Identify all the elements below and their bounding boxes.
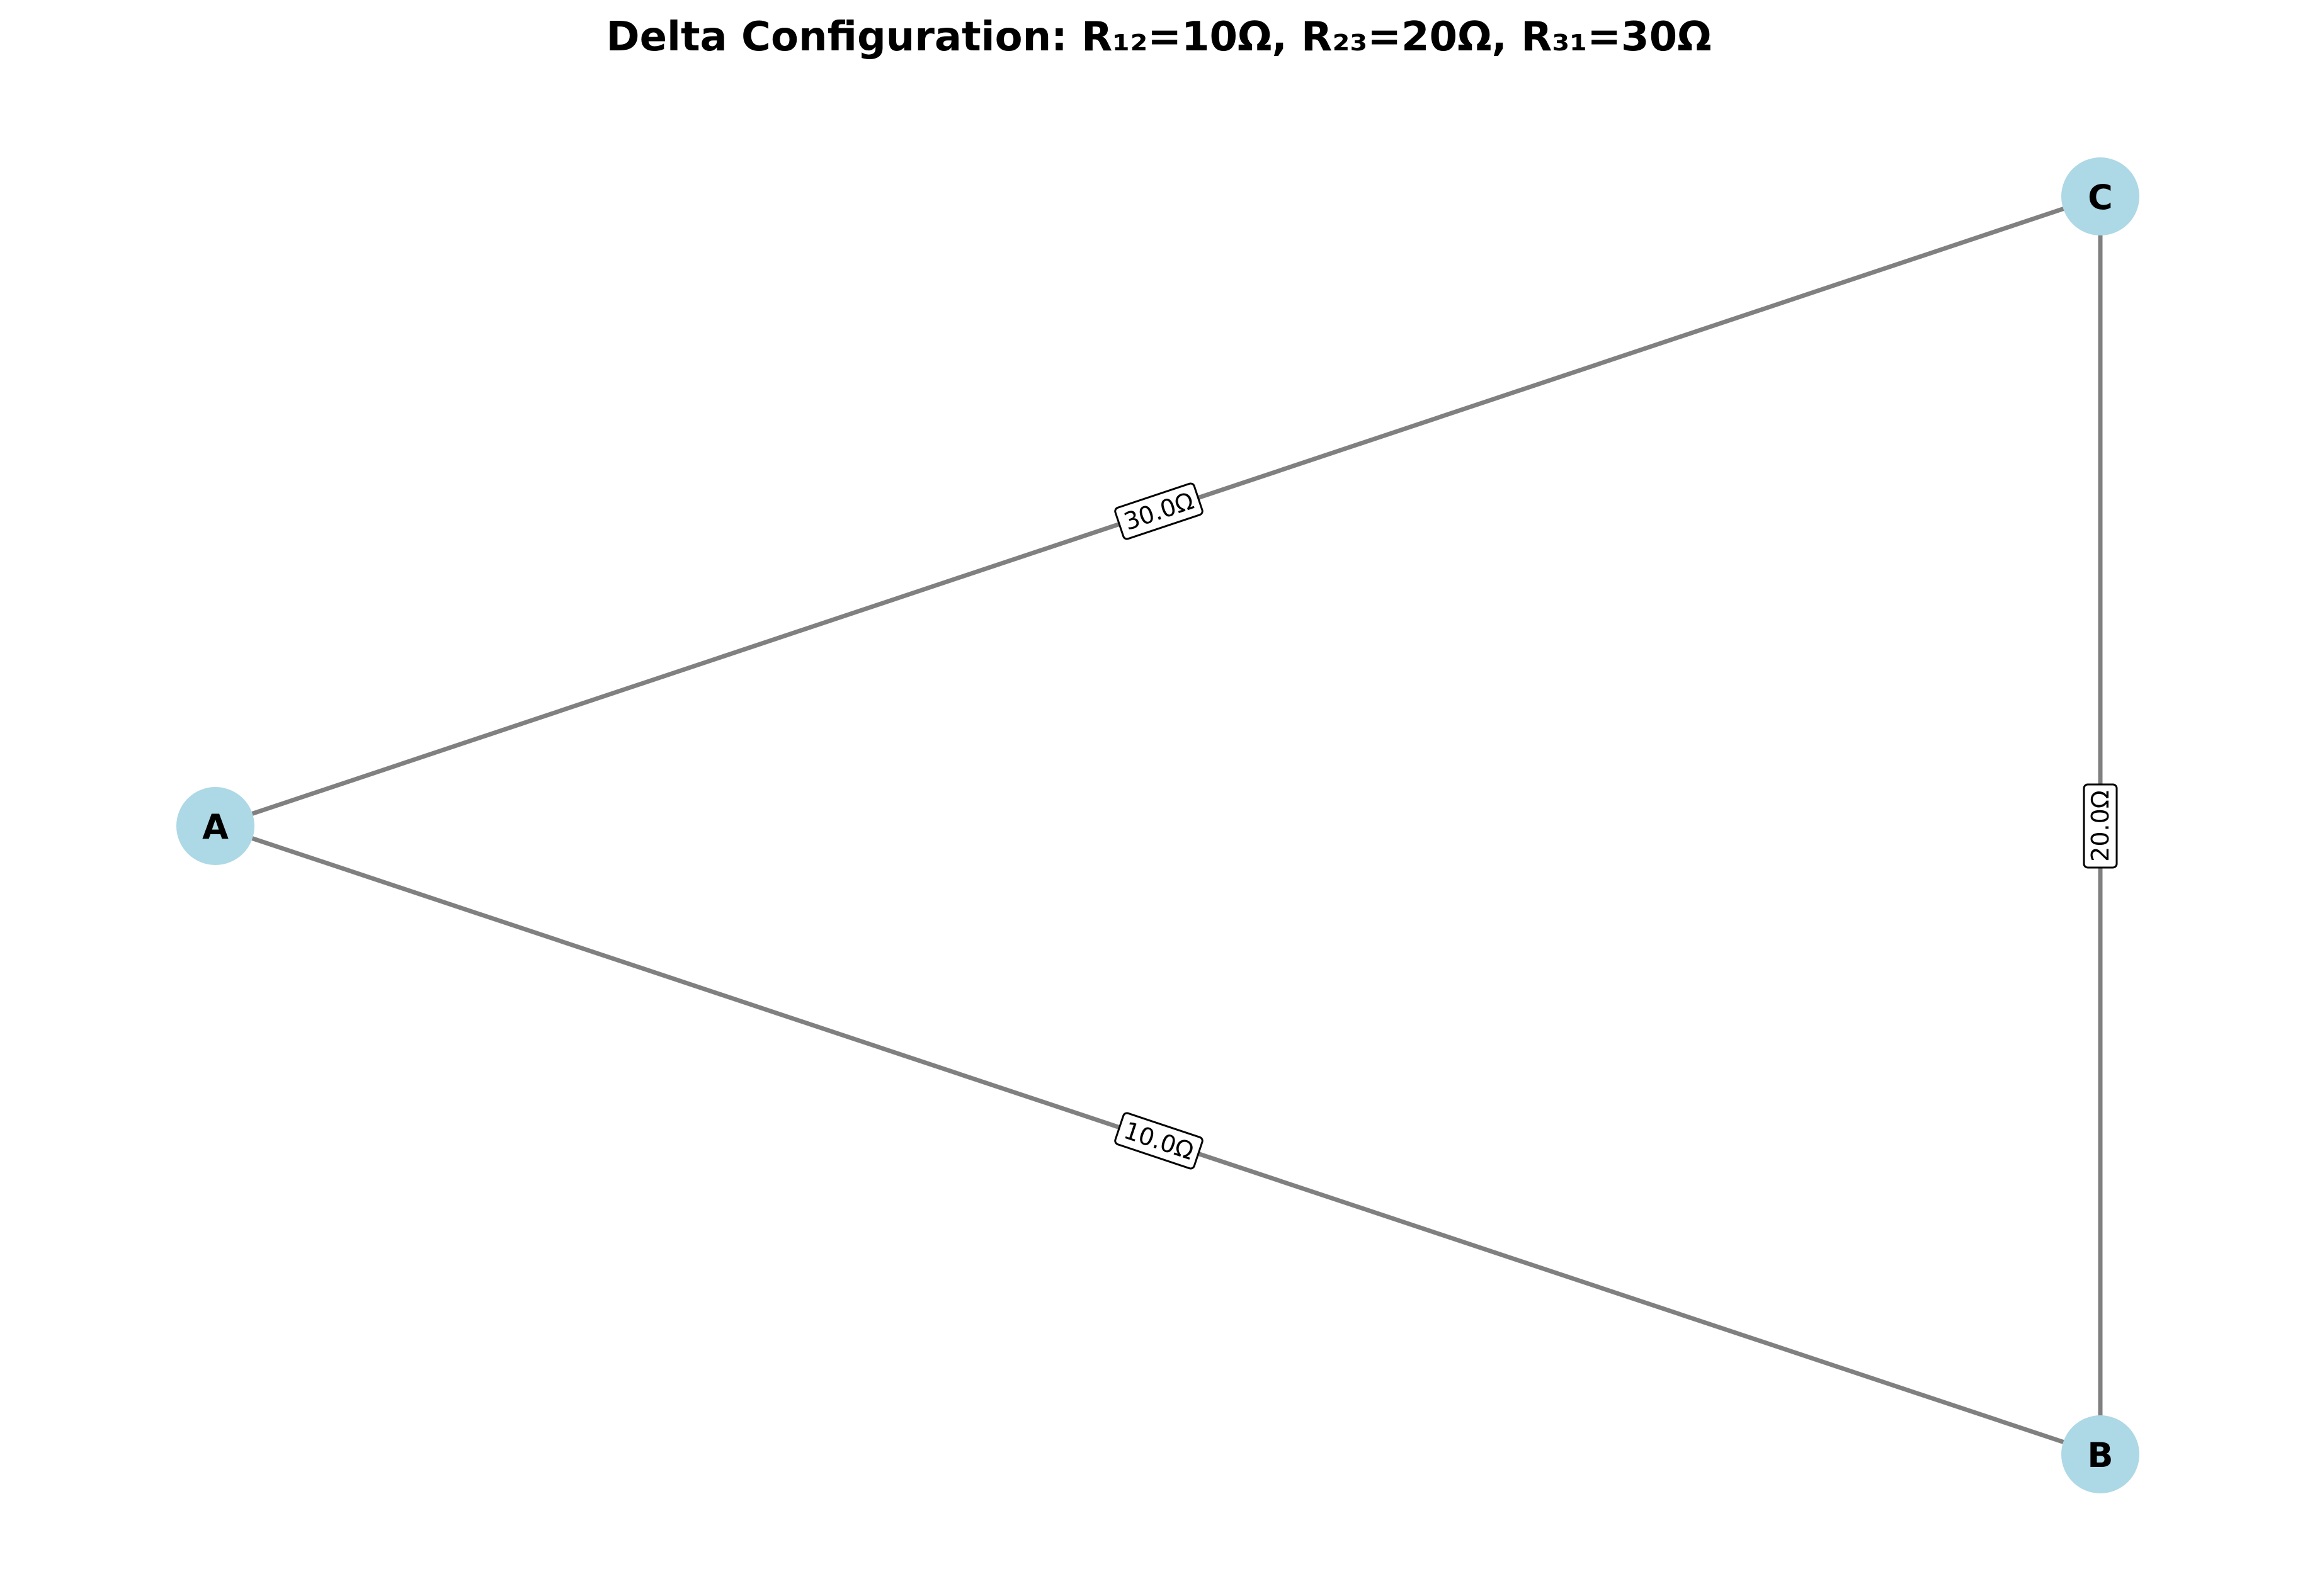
edge-label-c-b: 20.0Ω: [2083, 783, 2118, 869]
node-a-circle: [176, 787, 254, 865]
node-b-circle: [2061, 1415, 2139, 1493]
node-b: B: [2061, 1415, 2139, 1493]
node-c: C: [2061, 157, 2139, 235]
node-a: A: [176, 787, 254, 865]
edge-label-box: [2083, 783, 2118, 869]
node-c-label: C: [2088, 178, 2113, 217]
diagram-title: Delta Configuration: R₁₂=10Ω, R₂₃=20Ω, R…: [606, 14, 1711, 60]
edge-label-a-b: 10.0Ω: [1114, 1112, 1204, 1170]
node-b-label: B: [2087, 1435, 2113, 1475]
node-c-circle: [2061, 157, 2139, 235]
edge-label-a-c: 30.0Ω: [1114, 482, 1204, 540]
node-a-label: A: [202, 807, 229, 847]
edges-group: [214, 194, 2103, 1457]
edge-label-box: [1114, 482, 1204, 540]
edge-label-text: 20.0Ω: [2086, 790, 2114, 862]
edge-label-box: [1114, 1112, 1204, 1170]
